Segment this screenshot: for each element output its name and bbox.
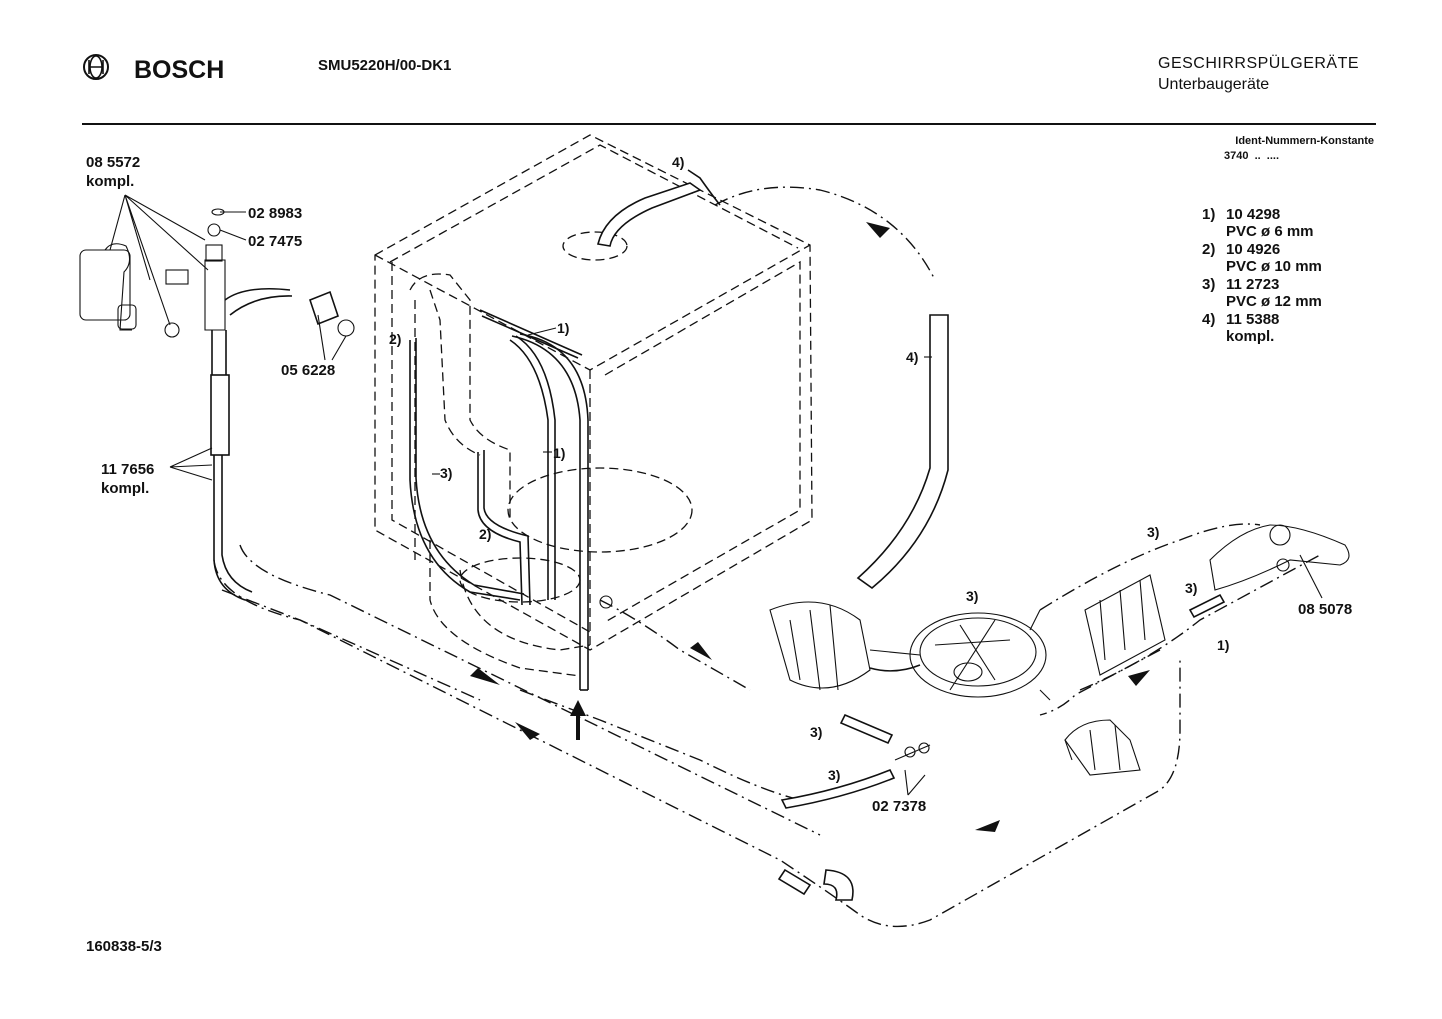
callout-3-pump: 3) (966, 588, 978, 604)
legend-code-3: 11 2723 (1226, 276, 1279, 293)
hose-legend: 1) 10 4298 PVC ø 6 mm 2) 10 4926 PVC ø 1… (1202, 206, 1322, 345)
callout-1-upper-leader (527, 327, 557, 336)
ident-title: Ident-Nummern-Konstante (1235, 135, 1374, 147)
callout-4-top: 4) (672, 154, 684, 170)
callout-2-upper: 2) (389, 331, 401, 347)
callout-2-lower: 2) (479, 526, 491, 542)
callout-3-left: 3) (440, 465, 452, 481)
legend-num-1: 1) (1202, 206, 1215, 223)
part-label-117656: 11 7656 (101, 461, 154, 478)
circulation-pump (769, 601, 1051, 701)
legend-num-4: 4) (1202, 311, 1215, 328)
callout-3-lower-a: 3) (810, 724, 822, 740)
inner-hoses (409, 309, 589, 691)
dishwasher-tub-outline (374, 134, 813, 677)
legend-num-3: 3) (1202, 276, 1215, 293)
regeneration-unit (599, 524, 1350, 776)
legend-code-2: 10 4926 (1226, 241, 1280, 258)
legend-code-1: 10 4298 (1226, 206, 1280, 223)
part-label-056228: 05 6228 (281, 362, 335, 379)
leader-lines (109, 194, 1323, 796)
part-label-027475: 02 7475 (248, 233, 302, 250)
legend-desc-4: kompl. (1226, 328, 1274, 345)
callout-1-mid: 1) (553, 445, 565, 461)
appliance-category: GESCHIRRSPÜLGERÄTE (1158, 54, 1359, 72)
drain-hose-run (213, 523, 1321, 928)
legend-code-4: 11 5388 (1226, 311, 1279, 328)
legend-desc-3: PVC ø 12 mm (1226, 293, 1322, 310)
overflow-hose (597, 169, 949, 590)
legend-desc-1: PVC ø 6 mm (1226, 223, 1314, 240)
bosch-logo-icon (83, 54, 109, 80)
callout-3-right-upper: 3) (1147, 524, 1159, 540)
part-label-085572: 08 5572 (86, 154, 140, 171)
part-label-085078: 08 5078 (1298, 601, 1352, 618)
model-number: SMU5220H/00-DK1 (318, 57, 451, 74)
brand-name: BOSCH (134, 56, 224, 84)
inlet-valve-assembly (79, 208, 355, 601)
part-note-085572: kompl. (86, 173, 134, 190)
document-number: 160838-5/3 (86, 938, 162, 955)
loose-hose-pieces (777, 593, 1226, 901)
part-note-117656: kompl. (101, 480, 149, 497)
part-label-028983: 02 8983 (248, 205, 302, 222)
callout-3-right-mid: 3) (1185, 580, 1197, 596)
callout-1-upper: 1) (557, 320, 569, 336)
callout-1-right: 1) (1217, 637, 1229, 653)
part-label-027378: 02 7378 (872, 798, 926, 815)
legend-desc-2: PVC ø 10 mm (1226, 258, 1322, 275)
callout-4-side: 4) (906, 349, 918, 365)
appliance-subcategory: Unterbaugeräte (1158, 76, 1269, 93)
flow-arrows (470, 222, 1150, 832)
legend-num-2: 2) (1202, 241, 1215, 258)
callout-3-lower-b: 3) (828, 767, 840, 783)
ident-value: 3740 .. .... (1224, 150, 1279, 162)
